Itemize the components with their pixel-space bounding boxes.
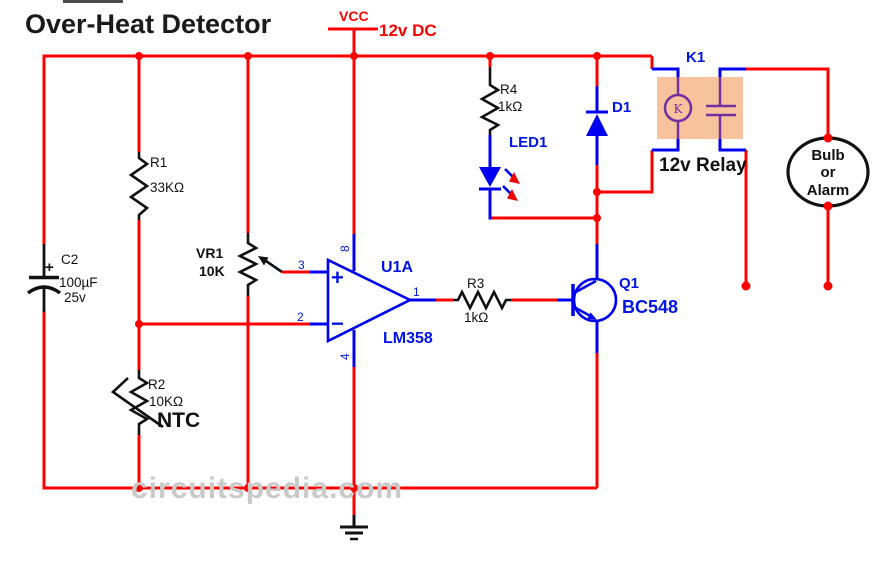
vr1-ref: VR1: [196, 245, 223, 261]
r1-value: 33KΩ: [150, 180, 184, 195]
pin8-label: 8: [338, 245, 352, 252]
pin3-label: 3: [298, 258, 305, 272]
vr1-wiper-arrowhead: [258, 256, 269, 266]
q1-circle: [572, 277, 618, 323]
diode-d1: D1: [586, 99, 631, 136]
resistor-r3: R3 1kΩ: [453, 276, 511, 325]
led1-arrowhead-1: [509, 172, 520, 184]
pin2-label: 2: [297, 310, 304, 324]
opamp-minus-mark: −: [331, 311, 344, 336]
led1-arrowhead-2: [507, 189, 518, 201]
vr1-wiper-shaft: [265, 259, 283, 274]
relay-k1: K K1 12v Relay: [657, 49, 747, 176]
junction-dots: [135, 52, 833, 492]
relay-ref: K1: [686, 49, 705, 66]
relay-body: [657, 77, 743, 139]
thermistor-r2: R2 10KΩ NTC: [110, 370, 200, 435]
load-open-terminal: [823, 281, 833, 291]
transistor-q1: Q1 BC548: [571, 275, 678, 323]
vr1-value: 10K: [199, 263, 225, 279]
opamp-plus-mark: +: [331, 265, 344, 290]
opamp-u1a: + − 3 2 1 8 4 U1A LM358: [297, 245, 433, 360]
r2-type: NTC: [157, 409, 200, 432]
load-line1: Bulb: [811, 147, 844, 164]
load-bulb-alarm: Bulb or Alarm: [786, 136, 870, 208]
d1-ref: D1: [612, 99, 631, 116]
r3-ref: R3: [467, 276, 484, 291]
q1-ref: Q1: [619, 275, 639, 292]
load-line3: Alarm: [807, 182, 850, 199]
d1-triangle: [586, 114, 608, 136]
c2-polarity: +: [45, 259, 54, 276]
r1-ref: R1: [150, 155, 167, 170]
c2-curved-plate: [26, 285, 62, 295]
vr1-zigzag: [237, 233, 259, 296]
led1-arrow-shaft-2: [502, 185, 512, 195]
relay-symbol: [663, 77, 736, 139]
r3-value: 1kΩ: [464, 310, 488, 325]
r4-value: 1kΩ: [498, 99, 522, 114]
opamp-part: LM358: [383, 330, 433, 347]
c2-value: 100µF: [59, 275, 98, 290]
vcc-label: VCC: [339, 8, 369, 24]
resistor-r1: R1 33KΩ: [128, 152, 184, 220]
capacitor-c2: + C2 100µF 25v: [26, 244, 98, 312]
ground-symbol: [340, 515, 368, 541]
relay-label: 12v Relay: [659, 155, 747, 176]
watermark: circuitspedia.com: [131, 472, 403, 505]
c2-voltage: 25v: [64, 290, 86, 305]
pin1-label: 1: [413, 285, 420, 299]
r3-zigzag: [453, 289, 511, 311]
page-title: Over-Heat Detector: [25, 9, 272, 39]
q1-part: BC548: [622, 297, 678, 317]
r2-ref: R2: [148, 377, 165, 392]
q1-emitter-arrowhead: [587, 312, 597, 320]
resistor-r4: R4 1kΩ: [479, 67, 522, 135]
ntc-strike-mark: [110, 377, 164, 429]
r1-zigzag: [128, 152, 150, 220]
supply-label: 12v DC: [379, 21, 437, 40]
r4-ref: R4: [500, 82, 518, 97]
opamp-triangle: [326, 257, 413, 344]
load-line2: or: [821, 164, 836, 181]
led1-ref: LED1: [509, 134, 547, 151]
pin4-label: 4: [338, 353, 352, 360]
blue-leads: [310, 67, 746, 367]
led1-triangle: [479, 167, 501, 187]
r2-zigzag: [128, 370, 150, 435]
q1-collector: [573, 279, 597, 295]
led1: LED1: [479, 134, 547, 201]
opamp-ref: U1A: [381, 259, 413, 276]
scan-artifact: [63, 0, 123, 3]
relay-coil-mark: K: [674, 102, 684, 116]
led1-arrow-shaft-1: [504, 168, 514, 178]
c2-ref: C2: [61, 252, 78, 267]
r4-zigzag: [479, 67, 501, 135]
contact-open-terminal: [741, 281, 751, 291]
potentiometer-vr1: VR1 10K: [196, 233, 283, 296]
r2-value: 10KΩ: [149, 394, 183, 409]
